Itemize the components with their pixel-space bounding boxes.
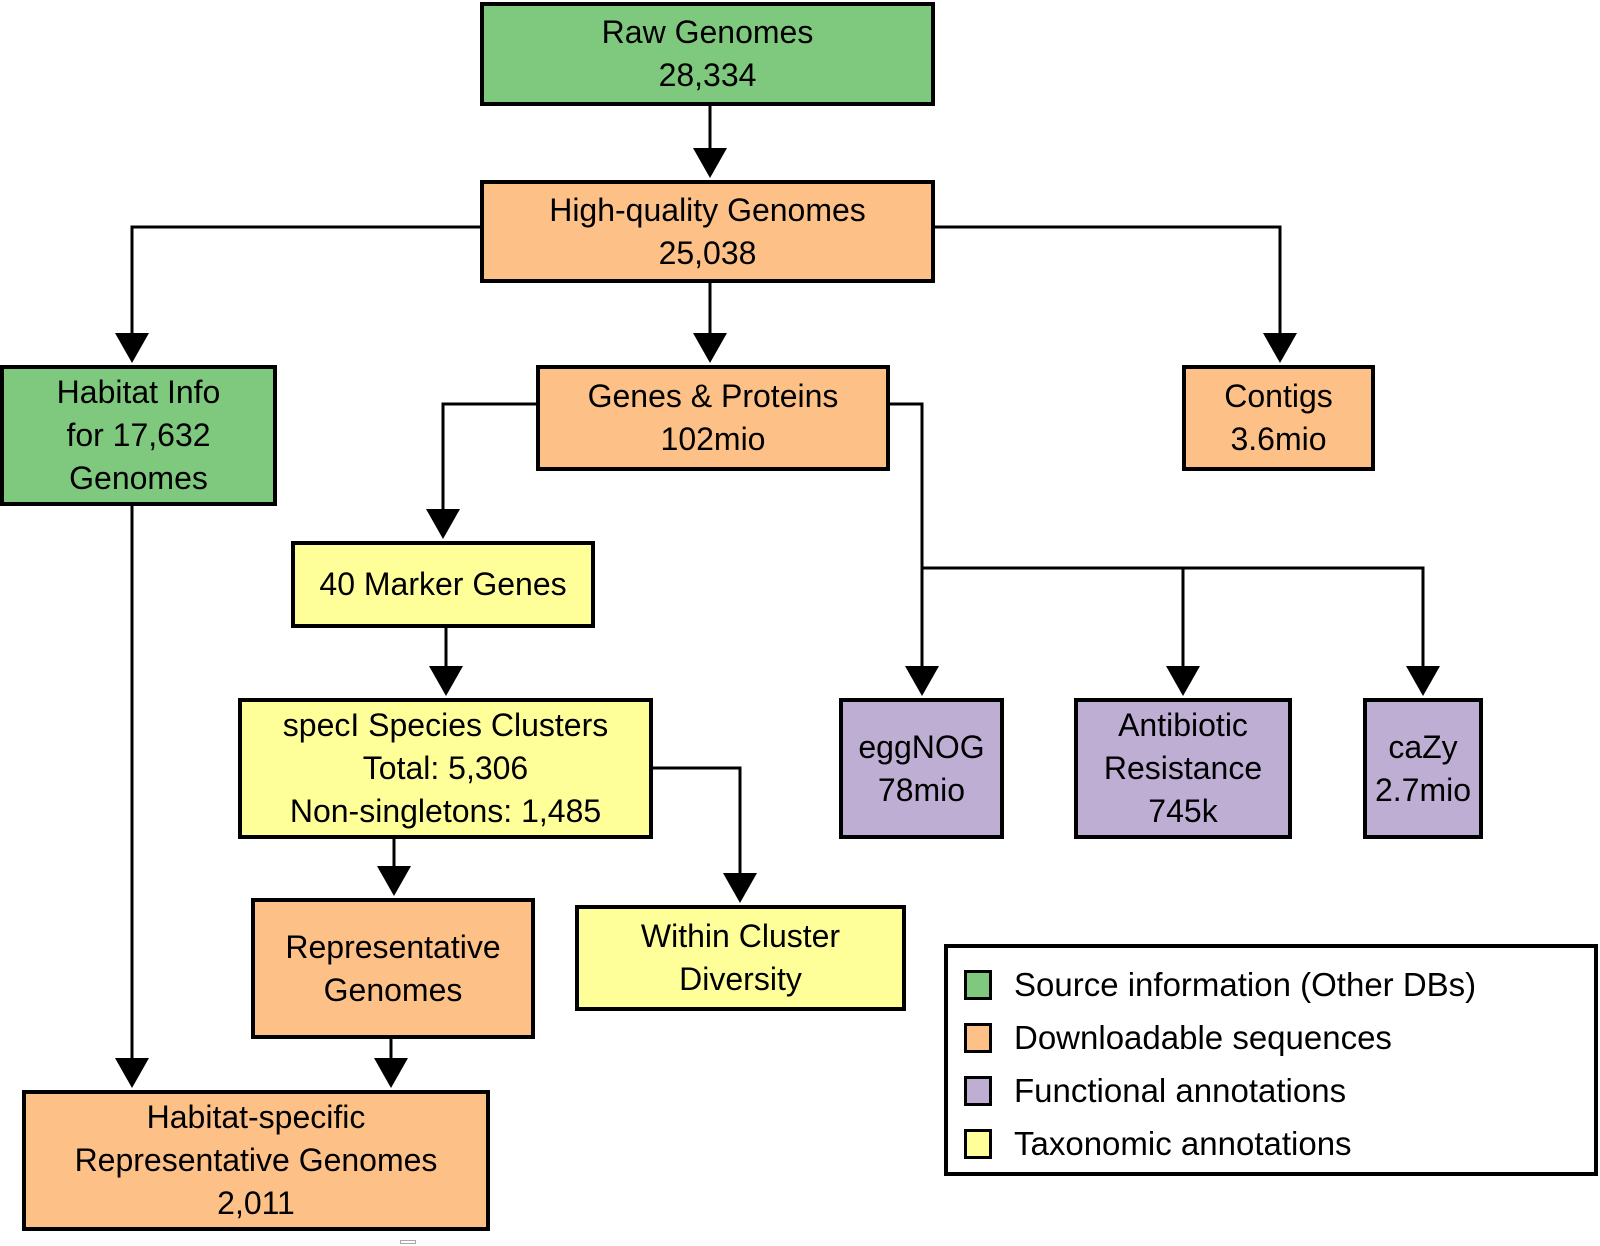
node-subtitle: Genomes	[323, 971, 463, 1008]
connector-genes_proteins-to-eggnog	[890, 402, 924, 668]
legend-swatch-purple	[964, 1075, 992, 1106]
node-genes-proteins: Genes & Proteins 102mio	[536, 365, 890, 471]
node-count: 745k	[1148, 792, 1218, 829]
arrowhead-icon	[1263, 333, 1297, 363]
legend-swatch-yellow	[964, 1128, 992, 1159]
node-raw-genomes: Raw Genomes 28,334	[480, 2, 935, 106]
legend: Source information (Other DBs) Downloada…	[944, 944, 1598, 1176]
node-specl-species-clusters: specI Species Clusters Total: 5,306 Non-…	[238, 698, 653, 839]
node-total: Total: 5,306	[362, 750, 529, 787]
node-count: 28,334	[658, 57, 757, 93]
arrowhead-icon	[905, 666, 939, 696]
node-habitat-specific-representative-genomes: Habitat-specific Representative Genomes …	[22, 1090, 490, 1231]
node-title: Habitat-specific	[146, 1099, 366, 1136]
node-title: Within Cluster	[640, 918, 841, 955]
connector-genes_proteins-to-marker_genes	[441, 402, 536, 511]
legend-swatch-orange	[964, 1022, 992, 1053]
legend-label: Source information (Other DBs)	[1014, 965, 1477, 1003]
arrowhead-icon	[115, 333, 149, 363]
node-title: Antibiotic	[1118, 707, 1248, 744]
legend-label: Downloadable sequences	[1014, 1018, 1392, 1056]
node-subtitle: Resistance	[1103, 750, 1263, 787]
legend-item-taxonomic: Taxonomic annotations	[964, 1117, 1594, 1170]
node-title: eggNOG	[858, 728, 985, 765]
arrowhead-icon	[374, 1058, 408, 1088]
node-count: 3.6mio	[1230, 421, 1327, 457]
node-title: High-quality Genomes	[549, 191, 866, 228]
node-within-cluster-diversity: Within Cluster Diversity	[575, 905, 906, 1011]
node-title: Raw Genomes	[601, 14, 814, 51]
node-antibiotic-resistance: Antibiotic Resistance 745k	[1074, 698, 1292, 839]
arrowhead-icon	[723, 873, 757, 903]
node-title: caZy	[1388, 728, 1458, 765]
arrowhead-icon	[377, 866, 411, 896]
node-count: 2.7mio	[1374, 771, 1472, 808]
node-contigs: Contigs 3.6mio	[1182, 365, 1375, 471]
node-title: Representative	[285, 928, 501, 965]
arrowhead-icon	[1406, 666, 1440, 696]
node-high-quality-genomes: High-quality Genomes 25,038	[480, 180, 935, 283]
node-subtitle: Diversity	[679, 961, 802, 997]
arrowhead-icon	[693, 333, 727, 363]
node-title: Genes & Proteins	[587, 378, 839, 415]
legend-item-functional: Functional annotations	[964, 1064, 1594, 1117]
node-title: Habitat Info	[56, 374, 221, 411]
connector-genes_proteins-to-cazy	[1183, 566, 1425, 668]
node-representative-genomes: Representative Genomes	[251, 898, 535, 1039]
arrowhead-icon	[429, 666, 463, 696]
connector-hq_genomes-to-habitat_info	[130, 225, 480, 335]
legend-label: Taxonomic annotations	[1014, 1124, 1352, 1162]
legend-swatch-green	[964, 969, 992, 1000]
arrowhead-icon	[426, 509, 460, 539]
node-title: 40 Marker Genes	[319, 566, 567, 603]
legend-item-downloadable: Downloadable sequences	[964, 1011, 1594, 1064]
node-subtitle: Representative Genomes	[74, 1142, 438, 1179]
legend-item-source: Source information (Other DBs)	[964, 958, 1594, 1011]
node-habitat-info: Habitat Info for 17,632 Genomes	[0, 365, 277, 506]
legend-label: Functional annotations	[1014, 1071, 1347, 1109]
node-subtitle: Genomes	[69, 459, 208, 496]
node-cazy: caZy 2.7mio	[1363, 698, 1483, 839]
node-non-singletons: Non-singletons: 1,485	[289, 792, 602, 829]
node-title: specI Species Clusters	[282, 707, 609, 744]
node-count: 25,038	[658, 234, 757, 271]
arrowhead-icon	[693, 148, 727, 178]
arrowhead-icon	[1166, 666, 1200, 696]
node-count: 2,011	[217, 1184, 295, 1221]
node-title: Contigs	[1224, 378, 1333, 415]
arrowhead-icon	[115, 1058, 149, 1088]
node-count: for 17,632	[66, 417, 211, 454]
node-eggnog: eggNOG 78mio	[839, 698, 1004, 839]
node-marker-genes: 40 Marker Genes	[291, 541, 595, 628]
node-count: 102mio	[660, 421, 766, 457]
scale-mark	[400, 1240, 416, 1244]
connector-specl_clusters-to-within_cluster	[653, 766, 742, 875]
connector-genes_proteins-to-antibiotic	[922, 566, 1185, 668]
connector-hq_genomes-to-contigs	[935, 225, 1282, 335]
node-count: 78mio	[877, 771, 966, 808]
